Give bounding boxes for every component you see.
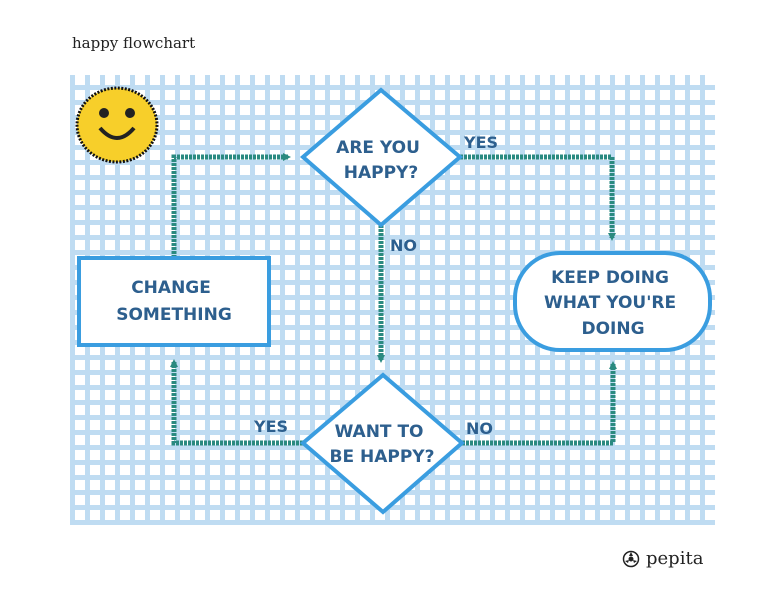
page-title: happy flowchart bbox=[72, 34, 196, 52]
node-label: CHANGE SOMETHING bbox=[116, 278, 232, 325]
brand-logo: pepita bbox=[622, 548, 703, 569]
arrow-change-to-happy bbox=[171, 153, 291, 258]
brand-name: pepita bbox=[646, 548, 704, 569]
edge-label-yes: YES bbox=[463, 133, 498, 152]
smiley-icon bbox=[75, 86, 159, 164]
edge-label-no: NO bbox=[390, 236, 417, 255]
arrow-want-no bbox=[462, 361, 617, 446]
node-label: ARE YOU HAPPY? bbox=[336, 138, 426, 183]
decision-want-to-be-happy bbox=[299, 372, 466, 515]
process-change-something bbox=[77, 256, 271, 347]
edge-label-no: NO bbox=[466, 419, 493, 438]
node-label: WANT TO BE HAPPY? bbox=[330, 422, 435, 467]
terminal-keep-doing bbox=[513, 251, 712, 352]
edge-label-yes: YES bbox=[253, 417, 288, 436]
decision-are-you-happy bbox=[299, 87, 464, 228]
node-label: KEEP DOING WHAT YOU'RE DOING bbox=[544, 268, 682, 339]
flower-logo-icon bbox=[622, 550, 640, 567]
arrow-want-yes bbox=[170, 359, 303, 446]
arrow-happy-yes bbox=[460, 154, 616, 241]
